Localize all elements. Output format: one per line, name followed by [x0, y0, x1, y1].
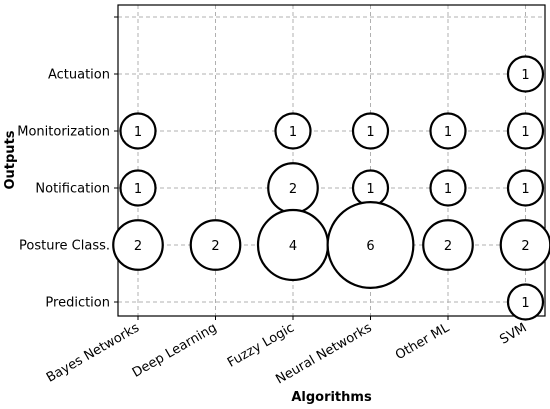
bubble-label-other-ml-posture-class: 2 — [444, 239, 452, 254]
y-axis-label: Outputs — [3, 130, 18, 189]
bubble-label-bayes-networks-notification: 1 — [134, 182, 142, 197]
x-tick-label-deep-learning: Deep Learning — [130, 320, 220, 380]
bubble-fuzzy-logic-monitorization — [274, 112, 312, 150]
bubble-label-deep-learning-posture-class: 2 — [211, 239, 219, 254]
bubble-label-other-ml-monitorization: 1 — [444, 125, 452, 140]
plot-frame — [117, 4, 546, 317]
bubble-label-other-ml-notification: 1 — [444, 182, 452, 197]
bubble-other-ml-posture-class — [422, 219, 474, 271]
bubble-label-neural-networks-notification: 1 — [366, 182, 374, 197]
bubble-label-svm-notification: 1 — [521, 182, 529, 197]
x-tick-label-fuzzy-logic: Fuzzy Logic — [225, 320, 297, 370]
bubble-neural-networks-monitorization — [351, 112, 390, 150]
bubble-neural-networks-posture-class — [326, 201, 415, 289]
bubble-label-neural-networks-monitorization: 1 — [366, 125, 374, 140]
bubble-other-ml-monitorization — [429, 112, 467, 150]
x-tick-label-svm: SVM — [497, 320, 529, 347]
bubble-svm-monitorization — [506, 112, 545, 150]
bubble-other-ml-notification — [429, 169, 467, 207]
y-tick-label-actuation: Actuation — [48, 68, 110, 83]
y-tick-label-notification: Notification — [35, 182, 110, 197]
bubble-label-svm-monitorization: 1 — [521, 125, 529, 140]
bubble-label-svm-actuation: 1 — [521, 68, 529, 83]
bubble-svm-prediction — [506, 283, 545, 321]
bubble-svm-posture-class — [499, 219, 550, 271]
bubble-label-bayes-networks-monitorization: 1 — [134, 125, 142, 140]
y-tick-label-monitorization: Monitorization — [17, 125, 110, 140]
grid-layer — [118, 5, 545, 316]
x-tick-label-bayes-networks: Bayes Networks — [44, 320, 142, 385]
x-axis-label: Algorithms — [291, 390, 372, 405]
bubble-label-fuzzy-logic-posture-class: 4 — [289, 239, 297, 254]
bubble-bayes-networks-posture-class — [112, 219, 164, 271]
y-tick-label-prediction: Prediction — [45, 296, 110, 311]
y-tick-label-posture-class: Posture Class. — [19, 239, 110, 254]
bubble-label-svm-posture-class: 2 — [521, 239, 529, 254]
bubble-label-fuzzy-logic-notification: 2 — [289, 182, 297, 197]
bubble-label-neural-networks-posture-class: 6 — [366, 239, 374, 254]
bubble-label-svm-prediction: 1 — [521, 296, 529, 311]
bubble-label-fuzzy-logic-monitorization: 1 — [289, 125, 297, 140]
bubble-svm-actuation — [506, 55, 545, 93]
bubble-bayes-networks-monitorization — [119, 112, 157, 150]
bubble-svm-notification — [506, 169, 545, 207]
bubble-label-bayes-networks-posture-class: 2 — [134, 239, 142, 254]
x-tick-label-other-ml: Other ML — [393, 320, 453, 363]
bubble-bayes-networks-notification — [119, 169, 157, 207]
bubble-deep-learning-posture-class — [189, 219, 242, 271]
